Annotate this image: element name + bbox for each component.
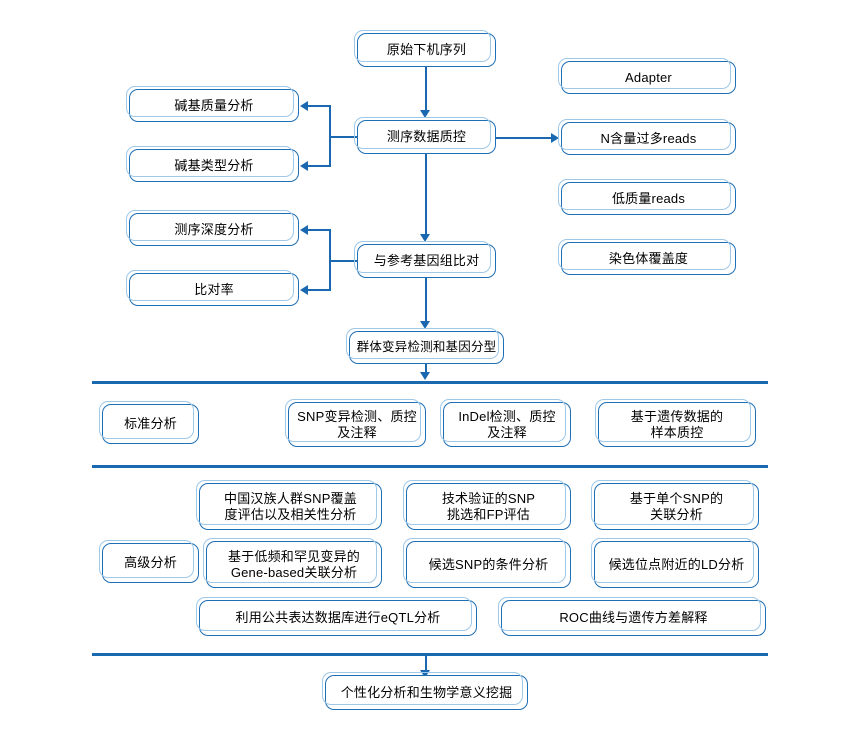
node-indel-qc[interactable]: InDel检测、质控 及注释 [440,399,571,447]
node-han-snp-coverage[interactable]: 中国汉族人群SNP覆盖 度评估以及相关性分析 [196,480,382,530]
node-raw-reads[interactable]: 原始下机序列 [354,30,496,67]
node-n-reads-label: N含量过多reads [600,130,697,146]
arrow-qc-to-base-quality [300,100,308,111]
node-candidate-cond-label: 候选SNP的条件分析 [428,556,549,572]
node-variant-calling[interactable]: 群体变异检测和基因分型 [346,328,504,364]
arrow-variant-to-standard [420,372,430,380]
node-sample-qc[interactable]: 基于遗传数据的 样本质控 [595,399,756,447]
divider-standard-top [92,381,768,384]
node-tech-validation[interactable]: 技术验证的SNP 挑选和FP评估 [403,480,571,530]
node-single-snp-assoc-label: 基于单个SNP的 关联分析 [629,490,724,522]
node-align-rate-label: 比对率 [194,281,234,297]
connector-align-to-depth [307,229,331,231]
connector-to-personalized [425,655,427,674]
connector-qc-to-base-type [307,165,331,167]
connector-variant-to-standard [425,364,427,376]
connector-qc-stub-left [330,136,359,138]
connector-qc-to-n-reads [496,137,554,139]
node-qc-label: 测序数据质控 [386,129,467,145]
node-adapter-label: Adapter [625,69,672,85]
node-depth-label: 测序深度分析 [174,221,254,237]
connector-raw-to-qc [425,67,427,112]
node-n-reads[interactable]: N含量过多reads [558,119,736,155]
arrow-qc-to-base-type [300,160,308,171]
node-adapter[interactable]: Adapter [558,58,736,94]
node-low-quality-reads[interactable]: 低质量reads [558,179,736,215]
node-roc-curve[interactable]: ROC曲线与遗传方差解释 [498,597,766,636]
connector-align-to-rate [307,289,331,291]
node-single-snp-assoc[interactable]: 基于单个SNP的 关联分析 [591,480,759,530]
node-tech-validation-label: 技术验证的SNP 挑选和FP评估 [441,490,536,522]
node-base-type-label: 碱基类型分析 [174,157,254,173]
arrow-raw-to-qc [420,110,430,118]
node-base-quality-label: 碱基质量分析 [174,97,254,113]
node-personalized[interactable]: 个性化分析和生物学意义挖掘 [322,672,528,710]
node-roc-curve-label: ROC曲线与遗传方差解释 [559,610,708,626]
node-ld-analysis-label: 候选位点附近的LD分析 [608,556,745,572]
node-eqtl-label: 利用公共表达数据库进行eQTL分析 [235,610,441,626]
node-chrom-coverage[interactable]: 染色体覆盖度 [558,239,736,275]
divider-personalized-top [92,653,768,656]
node-indel-qc-label: InDel检测、质控 及注释 [458,408,556,440]
connector-align-to-variant [425,278,427,323]
node-snp-qc[interactable]: SNP变异检测、质控 及注释 [285,399,426,447]
connector-align-bracket-vertical [329,229,331,291]
node-sample-qc-label: 基于遗传数据的 样本质控 [630,408,724,440]
node-candidate-cond[interactable]: 候选SNP的条件分析 [403,538,571,588]
node-align-ref[interactable]: 与参考基因组比对 [354,241,496,278]
arrow-qc-to-n-reads [551,132,559,143]
node-standard-label-text: 标准分析 [124,416,177,432]
node-han-snp-coverage-label: 中国汉族人群SNP覆盖 度评估以及相关性分析 [224,490,357,522]
arrow-qc-to-align [420,234,430,242]
connector-qc-to-base-quality [307,105,331,107]
node-chrom-coverage-label: 染色体覆盖度 [608,250,689,266]
node-qc[interactable]: 测序数据质控 [354,117,496,154]
node-standard-label[interactable]: 标准分析 [99,401,199,444]
node-variant-calling-label: 群体变异检测和基因分型 [356,339,497,354]
node-base-type[interactable]: 碱基类型分析 [126,146,299,182]
node-depth[interactable]: 测序深度分析 [126,210,299,246]
node-personalized-label: 个性化分析和生物学意义挖掘 [340,684,513,700]
divider-advanced-top [92,465,768,468]
node-advanced-label[interactable]: 高级分析 [99,540,199,583]
node-gene-based-label: 基于低频和罕见变异的 Gene-based关联分析 [227,548,360,580]
node-ld-analysis[interactable]: 候选位点附近的LD分析 [591,538,759,588]
arrow-align-to-depth [300,224,308,235]
node-raw-reads-label: 原始下机序列 [386,42,467,58]
node-advanced-label-text: 高级分析 [124,555,177,571]
node-align-rate[interactable]: 比对率 [126,270,299,306]
node-gene-based[interactable]: 基于低频和罕见变异的 Gene-based关联分析 [203,538,382,588]
arrow-align-to-rate [300,284,308,295]
connector-align-stub-left [330,260,359,262]
node-low-quality-reads-label: 低质量reads [611,190,686,206]
node-base-quality[interactable]: 碱基质量分析 [126,86,299,122]
arrow-align-to-variant [420,321,430,329]
node-align-ref-label: 与参考基因组比对 [373,253,480,269]
connector-qc-bracket-vertical [329,105,331,167]
node-eqtl[interactable]: 利用公共表达数据库进行eQTL分析 [196,597,477,636]
connector-qc-to-align [425,154,427,236]
node-snp-qc-label: SNP变异检测、质控 及注释 [297,408,417,440]
arrow-to-personalized [420,670,430,678]
